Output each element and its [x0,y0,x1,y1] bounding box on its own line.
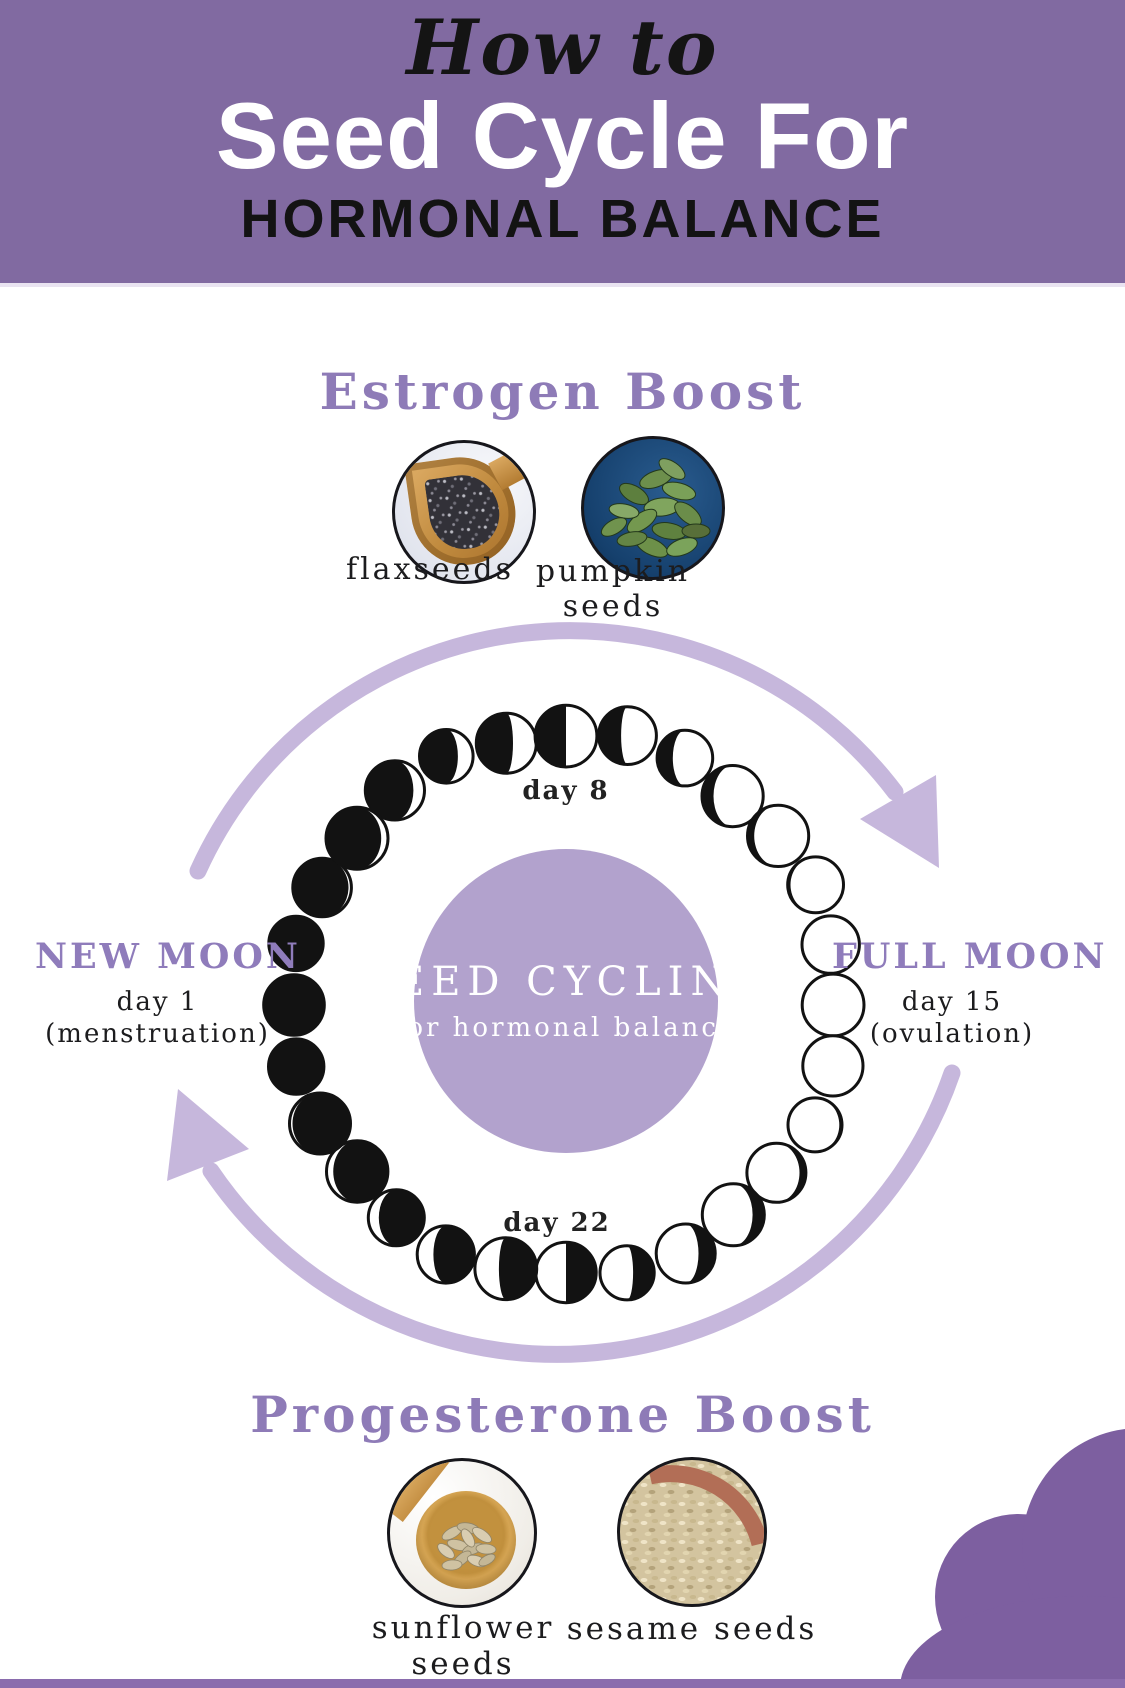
moon-phase-day-27-icon [288,1091,352,1156]
new-moon-day: day 1 [116,987,199,1017]
poster-title: Seed Cycle For [215,83,910,188]
new-moon-title: NEW MOON [35,936,301,977]
moon-phase-day-16-icon [801,1034,865,1098]
moon-phase-day-9-icon [597,705,658,766]
moon-phase-day-25-icon [366,1188,426,1248]
cycle-arc-bottom [202,1064,961,1363]
moon-phase-day-3-icon [291,856,353,919]
moon-phase-day-22-icon [534,1240,598,1305]
full-moon-title: FULL MOON [832,936,1108,977]
cycle-center-title: SEED CYCLING [360,959,772,1005]
pumpkin-seeds-art [600,458,711,558]
cycle-center-circle: SEED CYCLING for hormonal balance [361,849,764,1153]
moon-phase-day-26-icon [325,1139,390,1204]
cycle-arrow-bottom-icon [167,1089,249,1181]
bottom-bar-decoration [0,1679,1125,1688]
sesame-seeds-image [617,1457,767,1607]
sesame-seeds-label: sesame seeds [566,1611,818,1647]
moon-phase-day-4-icon [324,805,390,871]
cloud-decoration [900,1428,1125,1688]
moon-phase-day-18-icon [745,1141,808,1204]
moon-phase-day-5-icon [363,759,426,822]
moon-phase-day-1-icon [262,973,326,1037]
progesterone-heading: Progesterone Boost [250,1385,875,1444]
banner: How to Seed Cycle For HORMONAL BALANCE [0,0,1125,287]
moon-phase-day-20-icon [654,1222,717,1285]
sunflower-seeds-image [387,1458,537,1608]
day-22-marker: day 22 [503,1208,611,1238]
sunflower-seeds-label: sunflower seeds [371,1610,555,1682]
estrogen-heading: Estrogen Boost [319,362,806,421]
moon-phase-day-7-icon [474,711,538,775]
flaxseeds-label: flaxseeds [345,552,514,587]
moon-phase-day-19-icon [700,1182,766,1248]
pumpkin-seeds-image [581,436,725,580]
moon-phase-ring [262,703,866,1305]
moon-phase-day-6-icon [418,728,475,785]
moon-phase-day-13-icon [786,855,845,915]
sunflower-seeds-art [437,1522,497,1571]
moon-phase-day-2-icon [267,914,325,973]
full-moon-day: day 15 [901,987,1003,1017]
banner-script-text: How to [406,3,719,92]
moon-phase-day-8-icon [533,703,599,769]
moon-phase-day-28-icon [267,1037,326,1096]
poster-subtitle: HORMONAL BALANCE [240,188,885,249]
full-moon-note: (ovulation) [869,1019,1035,1049]
full-moon-label-block: FULL MOON day 15 (ovulation) [832,936,1108,1049]
cycle-arc-top [189,622,904,880]
cycle-center-subtitle: for hormonal balance [394,1013,738,1043]
moon-phase-day-21-icon [598,1244,656,1302]
moon-phase-day-23-icon [473,1236,539,1302]
new-moon-label-block: NEW MOON day 1 (menstruation) [35,936,301,1049]
new-moon-note: (menstruation) [45,1019,270,1049]
moon-phase-day-11-icon [700,764,765,829]
flaxseeds-image [392,440,536,584]
moon-phase-day-24-icon [415,1224,476,1285]
pumpkin-seeds-label: pumpkin seeds [535,554,691,624]
cycle-arrow-top-icon [860,775,939,868]
day-8-marker: day 8 [522,776,610,806]
sesame-bowl-art [648,1460,764,1547]
moon-phase-day-12-icon [746,803,811,869]
moon-phase-day-10-icon [655,728,715,788]
moon-phase-day-17-icon [786,1096,844,1154]
